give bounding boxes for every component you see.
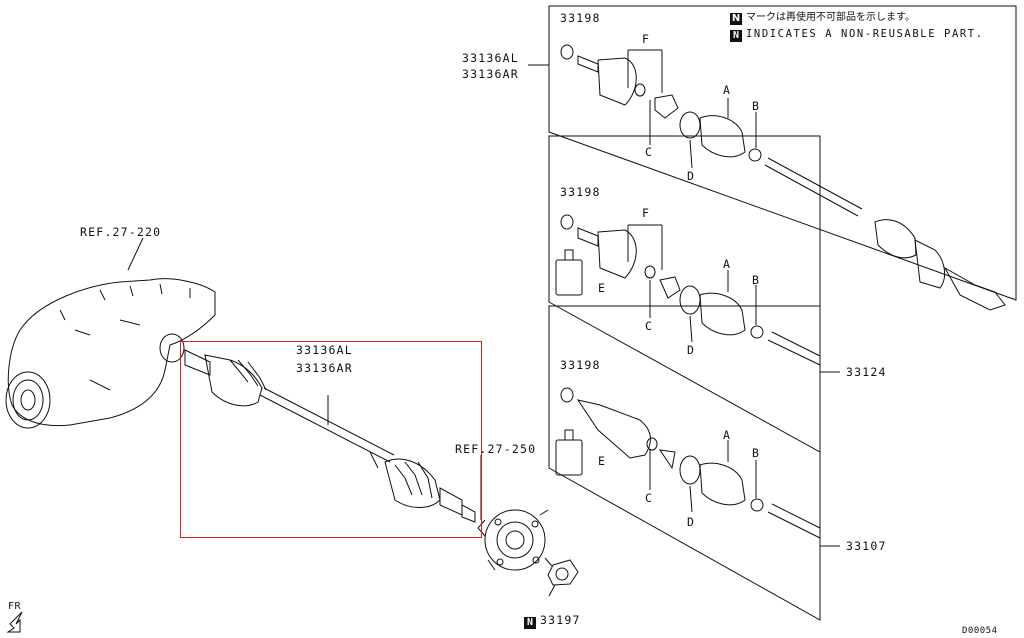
top-panel-parts	[560, 44, 1006, 311]
main-drive-shaft	[184, 349, 476, 523]
letter-B1: B	[752, 99, 761, 113]
non-reusable-badge-icon: N	[524, 617, 536, 629]
bottom-panel-parts	[555, 387, 821, 539]
letter-F2: F	[642, 206, 651, 220]
letter-A1: A	[723, 83, 732, 97]
transmission-case	[5, 278, 216, 429]
hub-assembly	[477, 509, 553, 571]
letter-E2: E	[598, 281, 607, 295]
panel-bottom	[548, 305, 821, 621]
letter-F1: F	[642, 32, 651, 46]
letter-D1: D	[687, 169, 696, 183]
ref-hub: REF.27-250	[455, 442, 537, 456]
figure-id: D00054	[962, 626, 998, 636]
non-reusable-badge-icon: N	[730, 30, 742, 42]
letter-A2: A	[723, 257, 732, 271]
middle-panel-parts	[555, 214, 821, 366]
snap-ring-label-1: 33198	[560, 11, 601, 25]
letter-C3: C	[645, 491, 654, 505]
snap-ring-label-3: 33198	[560, 358, 601, 372]
panel-top	[548, 5, 1017, 301]
letter-B2: B	[752, 273, 761, 287]
snap-ring-label-2: 33198	[560, 185, 601, 199]
nut-part	[547, 559, 579, 586]
letter-C2: C	[645, 319, 654, 333]
orientation-label: FR	[8, 601, 22, 612]
part-number-main-l: 33136AL	[462, 51, 519, 65]
letter-E3: E	[598, 454, 607, 468]
letter-A3: A	[723, 428, 732, 442]
callout-part-r: 33136AR	[296, 361, 353, 375]
panel-middle	[548, 135, 821, 453]
shaft-label-124: 33124	[846, 365, 887, 379]
ref-transmission: REF.27-220	[80, 225, 162, 239]
highlight-box	[180, 341, 482, 538]
letter-D3: D	[687, 515, 696, 529]
non-reusable-badge-icon: N	[730, 13, 742, 25]
letter-B3: B	[752, 446, 761, 460]
part-number-main-r: 33136AR	[462, 67, 519, 81]
shaft-label-107: 33107	[846, 539, 887, 553]
callout-part-l: 33136AL	[296, 343, 353, 357]
front-arrow-icon	[6, 611, 23, 633]
letter-D2: D	[687, 343, 696, 357]
letter-C1: C	[645, 145, 654, 159]
